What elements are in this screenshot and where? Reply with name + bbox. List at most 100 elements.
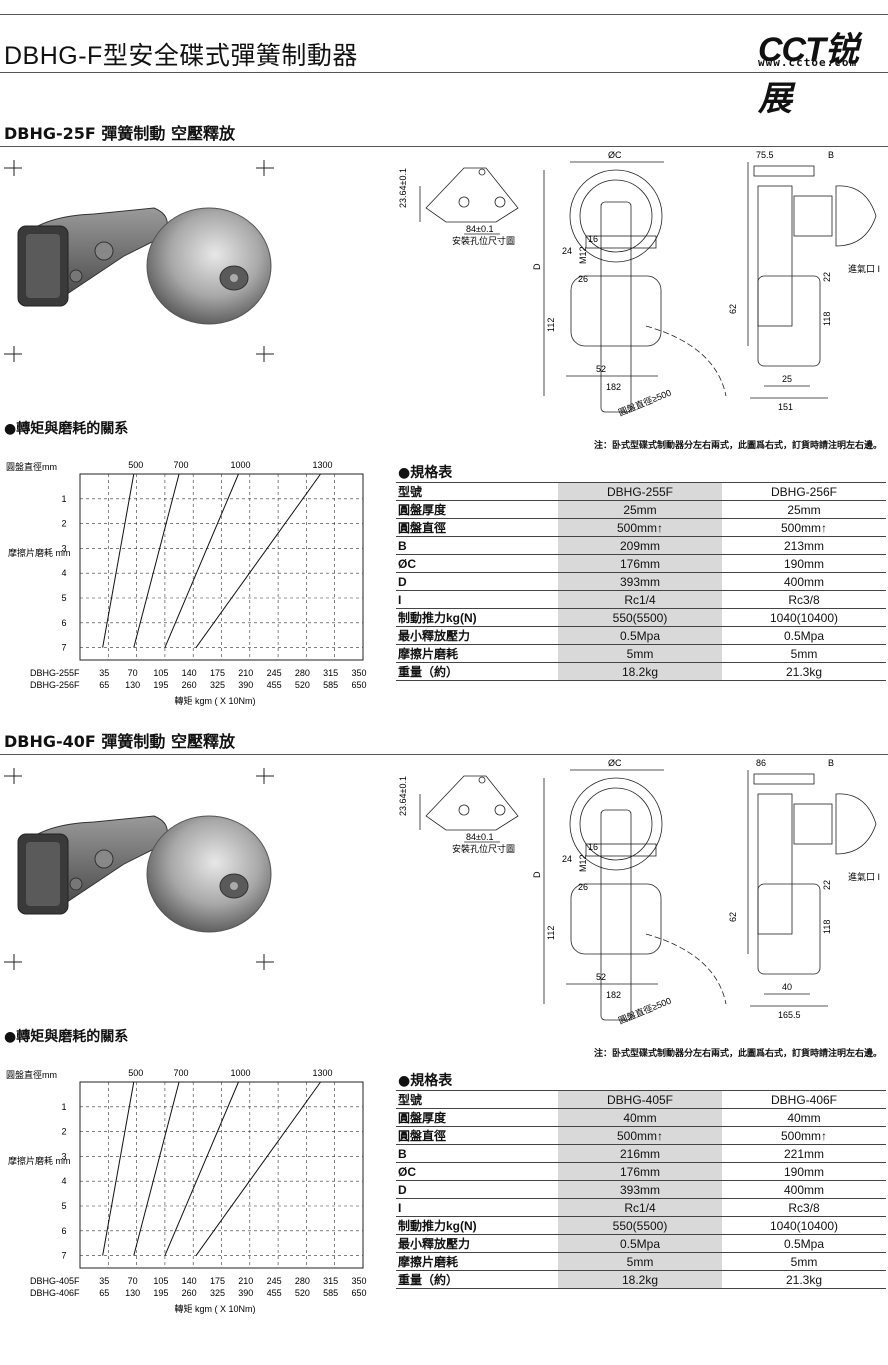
spec-value-cell: 25mm bbox=[558, 500, 722, 519]
dim-26: 26 bbox=[578, 274, 588, 284]
front-disc-outline bbox=[569, 777, 663, 871]
y-tick-label: 7 bbox=[61, 643, 66, 653]
spec-value-cell: DBHG-255F bbox=[558, 482, 722, 501]
dim-24: 24 bbox=[562, 246, 572, 256]
spec-value-cell: 393mm bbox=[558, 572, 722, 591]
spec-label-cell: 圓盤直徑 bbox=[396, 518, 558, 537]
spec-label-cell: 型號 bbox=[396, 482, 558, 501]
spec-value-cell: 5mm bbox=[558, 1252, 722, 1271]
spec-label-cell: D bbox=[396, 572, 558, 591]
y-tick-label: 3 bbox=[61, 543, 66, 553]
x-tick-label: 390 bbox=[238, 1288, 253, 1298]
spec-value-cell: DBHG-406F bbox=[722, 1090, 886, 1109]
y-tick-label: 3 bbox=[61, 1151, 66, 1161]
series-line-700 bbox=[133, 473, 180, 648]
dim-air: 進氣口 I bbox=[848, 871, 880, 882]
x-tick-label: 140 bbox=[182, 668, 197, 678]
dim-118: 118 bbox=[822, 312, 832, 326]
dimension-drawing: 安裝孔位尺寸圖 23.64±0.1 84±0.1 ØC D M12 16 24 … bbox=[398, 150, 880, 418]
series-label: 500 bbox=[128, 1068, 143, 1078]
side-dome-outline bbox=[835, 185, 877, 247]
series-label: 1300 bbox=[313, 460, 333, 470]
x-tick-label: 175 bbox=[210, 1276, 225, 1286]
x-tick-label: 105 bbox=[153, 668, 168, 678]
y-tick-label: 2 bbox=[61, 1127, 66, 1137]
spec-label-cell: 摩擦片磨耗 bbox=[396, 1252, 558, 1271]
spec-value-cell: 40mm bbox=[558, 1108, 722, 1127]
brand-logo: CCT锐展 www.cctoe.com bbox=[758, 22, 886, 118]
y-axis-top-label: 圓盤直徑mm bbox=[6, 1069, 57, 1080]
dim-118: 118 bbox=[822, 920, 832, 934]
y-tick-label: 1 bbox=[61, 494, 66, 504]
x-tick-label: 195 bbox=[153, 680, 168, 690]
x-tick-label: 130 bbox=[125, 680, 140, 690]
product-section: DBHG-40F 彈簧制動 空壓釋放 bbox=[0, 728, 888, 1328]
spec-label-cell: 最小釋放壓力 bbox=[396, 626, 558, 645]
x-tick-label: 315 bbox=[323, 1276, 338, 1286]
spec-value-cell: DBHG-256F bbox=[722, 482, 886, 501]
product-photo bbox=[4, 768, 274, 970]
x-tick-label: 455 bbox=[267, 1288, 282, 1298]
y-tick-label: 7 bbox=[61, 1251, 66, 1261]
spec-value-cell: 190mm bbox=[722, 554, 886, 573]
spec-value-cell: 393mm bbox=[558, 1180, 722, 1199]
spec-label-cell: 圓盤厚度 bbox=[396, 1108, 558, 1127]
product-photo bbox=[4, 160, 274, 362]
spec-value-cell: 18.2kg bbox=[558, 1270, 722, 1289]
dim-disc: 圓盤直徑≥500 bbox=[617, 387, 673, 418]
series-label: 1300 bbox=[313, 1068, 333, 1078]
x-tick-label: 210 bbox=[238, 1276, 253, 1286]
spec-value-cell: 1040(10400) bbox=[722, 1216, 886, 1235]
front-disc-outline bbox=[569, 169, 663, 263]
x-tick-label: 325 bbox=[210, 680, 225, 690]
x-tick-label: 245 bbox=[267, 1276, 282, 1286]
product-section: DBHG-25F 彈簧制動 空壓釋放 bbox=[0, 120, 888, 720]
dim-182: 182 bbox=[606, 382, 621, 392]
dim-side-small: 40 bbox=[782, 982, 792, 992]
spec-value-cell: 0.5Mpa bbox=[558, 1234, 722, 1253]
mount-caption: 安裝孔位尺寸圖 bbox=[452, 235, 515, 246]
dim-112: 112 bbox=[546, 318, 556, 332]
spec-value-cell: Rc1/4 bbox=[558, 1198, 722, 1217]
dim-22: 22 bbox=[822, 880, 832, 890]
spec-label-cell: 重量（約） bbox=[396, 1270, 558, 1289]
series-line-500 bbox=[102, 1081, 135, 1256]
dim-52: 52 bbox=[596, 364, 606, 374]
logo-url: www.cctoe.com bbox=[758, 56, 858, 69]
dim-disc: 圓盤直徑≥500 bbox=[617, 995, 673, 1026]
y-tick-label: 6 bbox=[61, 1226, 66, 1236]
spec-value-cell: DBHG-405F bbox=[558, 1090, 722, 1109]
series-line-1300 bbox=[195, 1081, 321, 1256]
crop-marks bbox=[4, 768, 274, 970]
spec-value-cell: 21.3kg bbox=[722, 1270, 886, 1289]
spec-label-cell: 制動推力kg(N) bbox=[396, 1216, 558, 1235]
dim-m12: M12 bbox=[578, 246, 588, 264]
spec-label-cell: 圓盤厚度 bbox=[396, 500, 558, 519]
spec-row: 制動推力kg(N)550(5500)1040(10400) bbox=[396, 1216, 886, 1235]
x-tick-label: 350 bbox=[351, 1276, 366, 1286]
dim-2364: 23.64±0.1 bbox=[398, 776, 408, 816]
spec-label-cell: 重量（約） bbox=[396, 662, 558, 681]
chart-heading: ●轉矩與磨耗的關系 bbox=[4, 421, 129, 437]
dim-16: 16 bbox=[588, 842, 598, 852]
spec-label-cell: D bbox=[396, 1180, 558, 1199]
spec-value-cell: 5mm bbox=[722, 1252, 886, 1271]
dimension-drawing: 安裝孔位尺寸圖 23.64±0.1 84±0.1 ØC D M12 16 24 … bbox=[398, 758, 880, 1026]
y-tick-label: 6 bbox=[61, 618, 66, 628]
logo-text: CCT锐展 bbox=[758, 31, 859, 118]
y-axis-label: 摩擦片磨耗 mm bbox=[8, 547, 71, 558]
y-tick-label: 1 bbox=[61, 1102, 66, 1112]
crop-marks bbox=[4, 160, 274, 362]
page-title: DBHG-F型安全碟式彈簧制動器 bbox=[4, 42, 358, 70]
spec-value-cell: 400mm bbox=[722, 1180, 886, 1199]
